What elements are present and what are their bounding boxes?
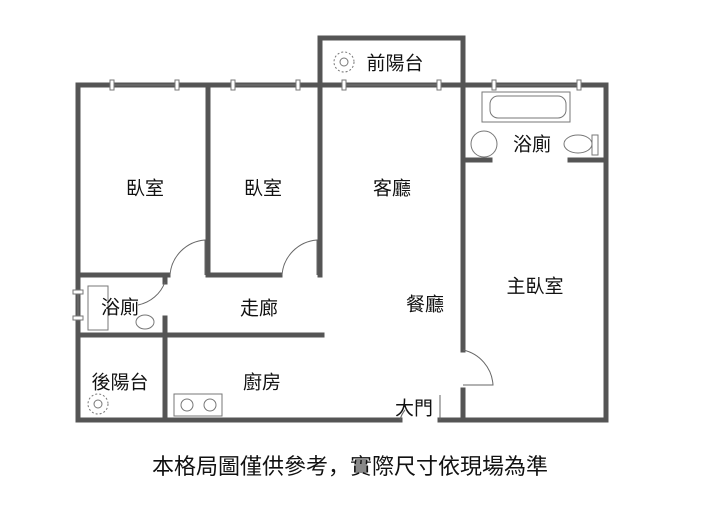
doors (137, 239, 494, 421)
sink-icon (470, 130, 498, 158)
room-label-bedroom-1: 臥室 (125, 177, 165, 200)
room-label-front-balcony: 前陽台 (366, 52, 424, 75)
fixtures (87, 51, 599, 417)
room-label-kitchen: 廚房 (242, 371, 282, 394)
room-label-master-bath: 浴廁 (512, 133, 552, 156)
room-label-master-bedroom: 主臥室 (506, 275, 564, 298)
room-label-living-room: 客廳 (372, 177, 412, 200)
disclaimer-caption: 本格局圖僅供參考，實際尺寸依現場為準 (151, 455, 549, 480)
flower-icon (333, 51, 355, 73)
room-label-bedroom-2: 臥室 (243, 177, 283, 200)
walls (75, 35, 609, 423)
room-label-hallway: 走廊 (239, 297, 279, 320)
room-label-main-door: 大門 (394, 397, 434, 420)
stove-icon (173, 393, 223, 417)
toilet-icon (563, 134, 593, 154)
room-label-dining-room: 餐廳 (405, 293, 445, 316)
windows (72, 79, 582, 321)
room-label-bathroom: 浴廁 (100, 296, 140, 319)
room-label-back-balcony: 後陽台 (91, 371, 149, 394)
bathtub-icon (481, 91, 571, 123)
flower-icon (87, 393, 109, 415)
